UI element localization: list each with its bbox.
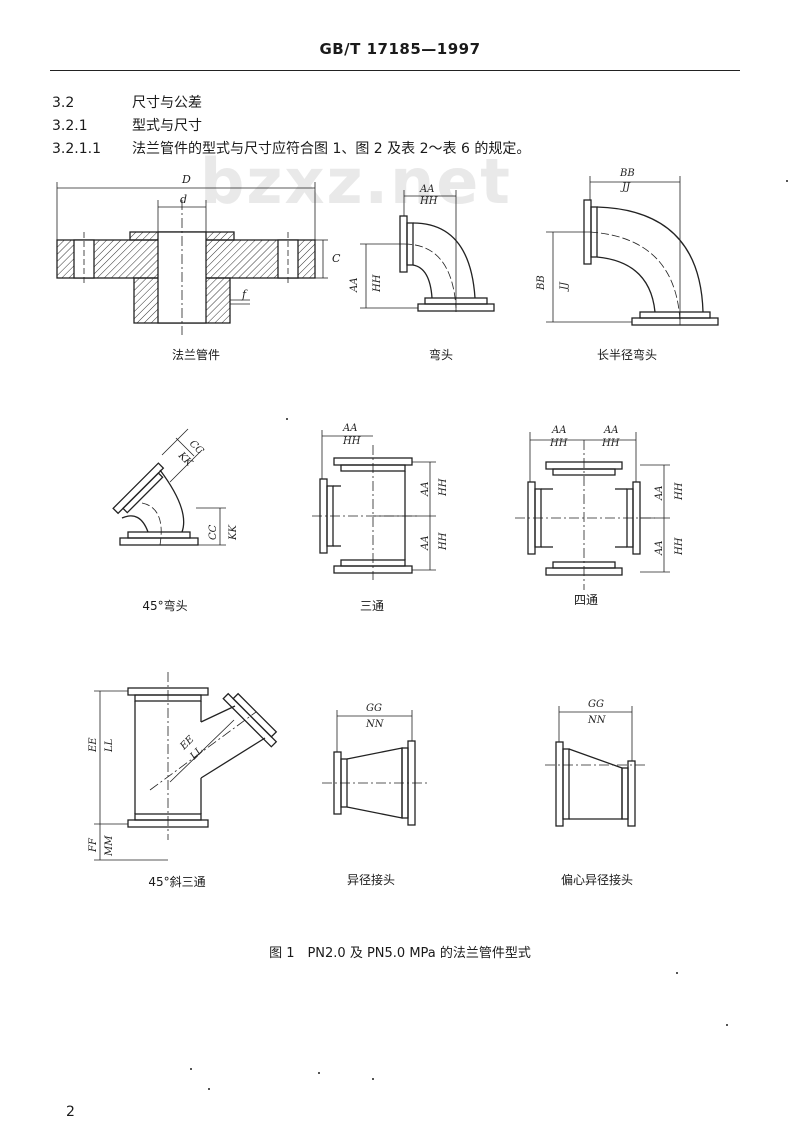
cross-dim-t2a: AA <box>603 425 618 436</box>
section-title: 尺寸与公差 <box>132 95 202 111</box>
scan-speck <box>286 418 288 420</box>
section-number: 3.2.1 <box>52 118 88 134</box>
long-elbow-dim-side-1: BB <box>536 275 547 291</box>
section-3-2-1-1: 3.2.1.1 法兰管件的型式与尺寸应符合图 1、图 2 及表 2～表 6 的规定… <box>52 138 530 158</box>
scan-speck <box>676 972 678 974</box>
long-elbow-dim-top-2: JJ <box>620 182 631 193</box>
section-3-2-1: 3.2.1 型式与尺寸 <box>52 115 202 135</box>
elbow-dim-side-1: AA <box>349 278 360 293</box>
ecc-reducer-dim-top-2: NN <box>587 715 607 726</box>
scan-speck <box>372 1078 374 1080</box>
lateral-tee-drawing <box>94 672 278 861</box>
elbow45-dim-side-2: KK <box>228 525 239 541</box>
dim-C: C <box>332 252 341 265</box>
dim-f: f <box>241 288 248 301</box>
tee-dim-r2b: HH <box>438 532 449 551</box>
cross-dim-r2b: HH <box>674 537 685 556</box>
watermark: bzxz.net <box>200 145 512 218</box>
reducer-dim-top-1: GG <box>366 703 382 714</box>
dim-D: D <box>181 173 191 186</box>
elbow45-dim-diag-2: KK <box>175 450 194 469</box>
elbow45-dim-diag-1: CC <box>187 438 206 457</box>
scan-speck <box>726 1024 728 1026</box>
section-text: 法兰管件的型式与尺寸应符合图 1、图 2 及表 2～表 6 的规定。 <box>132 141 531 157</box>
reducer-drawing <box>322 710 430 826</box>
caption-eccentric-reducer: 偏心异径接头 <box>560 873 633 887</box>
caption-lateral-tee: 45°斜三通 <box>148 875 206 889</box>
dim-d: d <box>180 193 187 206</box>
caption-cross: 四通 <box>573 593 598 607</box>
lateral-dim-left-1: EE <box>88 737 99 753</box>
tee-dim-top-1: AA <box>342 423 357 434</box>
cross-dim-t1a: AA <box>551 425 566 436</box>
caption-elbow: 弯头 <box>428 348 453 362</box>
figure-caption: 图 1 PN2.0 及 PN5.0 MPa 的法兰管件型式 <box>269 946 531 961</box>
caption-long-radius-elbow: 长半径弯头 <box>596 348 657 362</box>
cross-drawing <box>515 432 670 590</box>
scan-speck <box>786 180 788 182</box>
eccentric-reducer-drawing <box>545 706 645 827</box>
standard-code: GB/T 17185—1997 <box>319 40 481 58</box>
tee-dim-r1b: HH <box>438 478 449 497</box>
cross-dim-r1a: AA <box>654 486 665 501</box>
lateral-dim-bottom-1: FF <box>88 837 99 853</box>
section-title: 型式与尺寸 <box>132 118 202 134</box>
elbow-dim-top-1: AA <box>419 184 434 195</box>
caption-flange-fitting: 法兰管件 <box>171 348 220 362</box>
page-number: 2 <box>66 1104 75 1120</box>
reducer-dim-top-2: NN <box>365 719 385 730</box>
elbow45-dim-side-1: CC <box>208 524 219 540</box>
scan-speck <box>318 1072 320 1074</box>
long-elbow-dim-side-2: JJ <box>559 281 570 292</box>
section-3-2: 3.2 尺寸与公差 <box>52 92 202 112</box>
lateral-dim-bottom-2: MM <box>104 835 115 857</box>
section-number: 3.2.1.1 <box>52 141 101 157</box>
scan-speck <box>190 1068 192 1070</box>
caption-elbow-45: 45°弯头 <box>142 599 188 613</box>
elbow-dim-side-2: HH <box>372 274 383 293</box>
caption-tee: 三通 <box>359 599 384 613</box>
cross-dim-r1b: HH <box>674 482 685 501</box>
scan-speck <box>208 1088 210 1090</box>
long-elbow-dim-top-1: BB <box>619 168 635 179</box>
tee-dim-top-2: HH <box>342 436 361 447</box>
header-rule <box>50 70 740 71</box>
elbow-drawing <box>360 190 495 312</box>
cross-dim-t1b: HH <box>549 438 568 449</box>
elbow-dim-top-2: HH <box>419 196 438 207</box>
flange-fitting-drawing <box>56 182 328 335</box>
cross-dim-t2b: HH <box>601 438 620 449</box>
elbow-45-drawing <box>112 428 226 546</box>
tee-dim-r1a: AA <box>420 482 431 497</box>
cross-dim-r2a: AA <box>654 541 665 556</box>
long-radius-elbow-drawing <box>546 176 719 326</box>
ecc-reducer-dim-top-1: GG <box>588 699 604 710</box>
lateral-dim-left-2: LL <box>104 738 115 753</box>
caption-reducer: 异径接头 <box>346 873 395 887</box>
tee-dim-r2a: AA <box>420 536 431 551</box>
tee-drawing <box>312 430 436 580</box>
section-number: 3.2 <box>52 95 75 111</box>
